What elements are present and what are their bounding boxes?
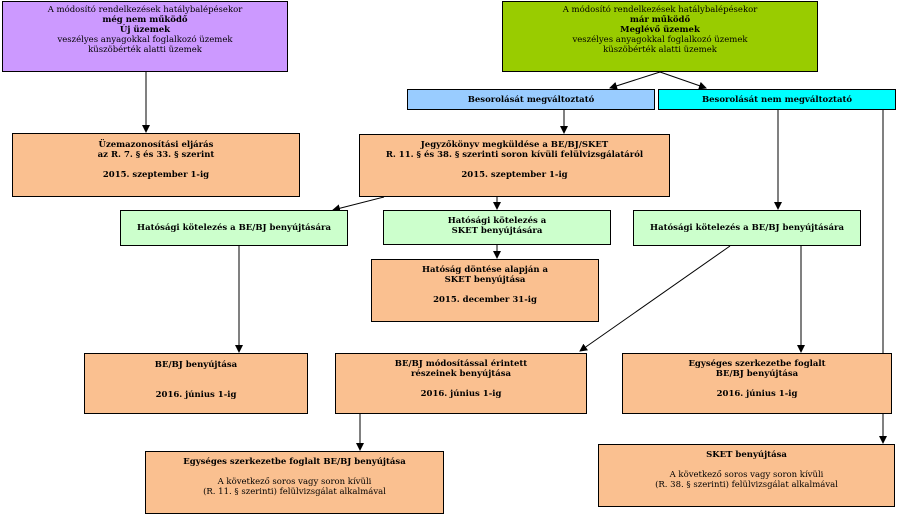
consolidated-right-line2: BE/BJ benyújtása: [715, 369, 799, 379]
bebj-submission-box: BE/BJ benyújtása 2016. június 1-ig: [84, 353, 308, 414]
bebj-submission-date: 2016. június 1-ig: [155, 390, 237, 400]
consolidated-right-box: Egységes szerkezetbe foglalt BE/BJ benyú…: [622, 353, 892, 414]
consolidated-right-date: 2016. június 1-ig: [716, 389, 798, 399]
consolidated-bottom-line1: Egységes szerkezetbe foglalt BE/BJ benyú…: [183, 457, 406, 467]
new-plants-box: A módosító rendelkezések hatálybalépések…: [2, 1, 288, 72]
reclass-changing-label: Besorolását megváltoztató: [467, 94, 595, 105]
bebj-submission-line1: BE/BJ benyújtása: [154, 360, 238, 370]
identification-date: 2015. szeptember 1-ig: [102, 170, 210, 180]
new-plants-line1: A módosító rendelkezések hatálybalépések…: [47, 5, 243, 15]
bebj-modified-line2: részeinek benyújtása: [410, 369, 512, 379]
sket-decision-line2: SKET benyújtása: [444, 275, 526, 285]
protocol-date: 2015. szeptember 1-ig: [461, 170, 568, 180]
arrow-existing-to-changing: [609, 71, 661, 90]
existing-plants-line1: A módosító rendelkezések hatálybalépések…: [562, 5, 758, 15]
consolidated-bottom-box: Egységes szerkezetbe foglalt BE/BJ benyú…: [145, 451, 444, 514]
existing-plants-line4: veszélyes anyagokkal foglalkozó üzemek: [572, 35, 748, 45]
auth-obligation-right-box: Hatósági kötelezés a BE/BJ benyújtására: [633, 210, 861, 246]
bebj-modified-line1: BE/BJ módosítással érintett: [394, 359, 528, 369]
identification-line1: Üzemazonosítási eljárás: [98, 140, 214, 150]
arrow-existing-to-notchanging: [659, 71, 707, 90]
sket-decision-date: 2015. december 31-ig: [433, 295, 537, 305]
consolidated-bottom-line2: A következő soros vagy soron kívüli: [217, 477, 372, 487]
existing-plants-box: A módosító rendelkezések hatálybalépések…: [502, 1, 818, 72]
consolidated-right-line1: Egységes szerkezetbe foglalt: [688, 359, 826, 369]
auth-obligation-right-label: Hatósági kötelezés a BE/BJ benyújtására: [650, 223, 844, 233]
sket-submission-line2: A következő soros vagy soron kívüli: [669, 470, 824, 480]
sket-submission-line1: SKET benyújtása: [706, 450, 787, 460]
auth-obligation-left-label: Hatósági kötelezés a BE/BJ benyújtására: [137, 223, 331, 233]
sket-decision-line1: Hatóság döntése alapján a: [421, 265, 549, 275]
protocol-line1: Jegyzőkönyv megküldése a BE/BJ/SKET: [420, 140, 609, 150]
consolidated-bottom-line3: (R. 11. § szerinti) felülvizsgálat alkal…: [203, 487, 386, 497]
sket-submission-line3: (R. 38. § szerinti) felülvizsgálat alkal…: [655, 480, 838, 490]
identification-line2: az R. 7. § és 33. § szerint: [97, 150, 215, 160]
auth-obligation-sket-box: Hatósági kötelezés a SKET benyújtására: [383, 210, 611, 245]
existing-plants-line5: küszöbérték alatti üzemek: [603, 45, 717, 55]
auth-obligation-left-box: Hatósági kötelezés a BE/BJ benyújtására: [120, 210, 348, 246]
sket-submission-box: SKET benyújtása A következő soros vagy s…: [598, 444, 895, 507]
sket-decision-box: Hatóság döntése alapján a SKET benyújtás…: [371, 259, 599, 322]
existing-plants-line3: Meglévő üzemek: [620, 25, 700, 35]
reclass-changing-box: Besorolását megváltoztató: [407, 89, 655, 110]
new-plants-line4: veszélyes anyagokkal foglalkozó üzemek: [57, 35, 233, 45]
reclass-not-changing-label: Besorolását nem megváltoztató: [701, 94, 853, 105]
auth-sket-line1: Hatósági kötelezés a: [447, 216, 547, 226]
new-plants-line2: még nem működő: [102, 15, 188, 25]
auth-sket-line2: SKET benyújtására: [451, 226, 543, 236]
protocol-sending-box: Jegyzőkönyv megküldése a BE/BJ/SKET R. 1…: [359, 134, 670, 197]
bebj-modified-box: BE/BJ módosítással érintett részeinek be…: [335, 353, 587, 414]
arrow-protocol-to-auth-left: [332, 196, 385, 213]
arrow-auth-right-to-modified: [579, 245, 731, 352]
protocol-line2: R. 11. § és 38. § szerinti soron kívüli …: [385, 150, 644, 160]
identification-procedure-box: Üzemazonosítási eljárás az R. 7. § és 33…: [12, 133, 300, 197]
bebj-modified-date: 2016. június 1-ig: [420, 389, 502, 399]
existing-plants-line2: már működő: [629, 15, 691, 25]
new-plants-line3: Új üzemek: [119, 25, 171, 35]
new-plants-line5: küszöbérték alatti üzemek: [88, 45, 202, 55]
reclass-not-changing-box: Besorolását nem megváltoztató: [658, 89, 896, 110]
